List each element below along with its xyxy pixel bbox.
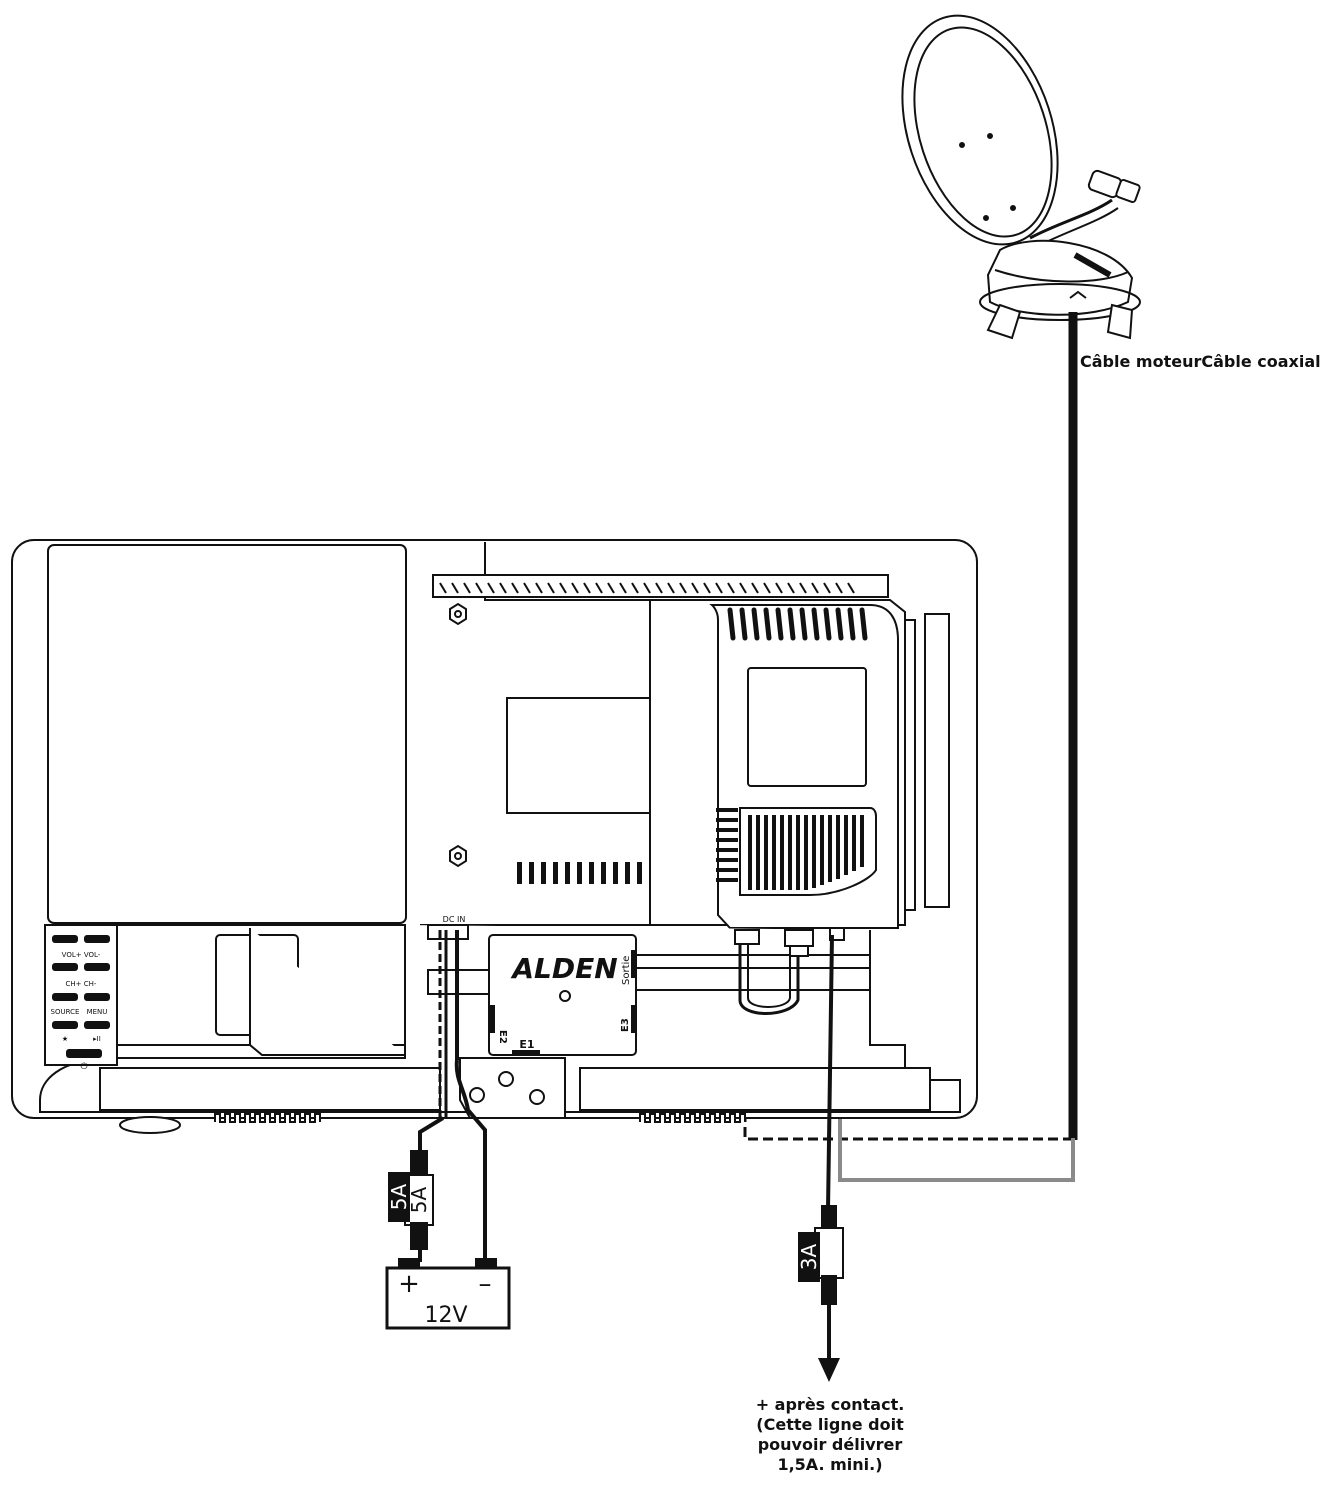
ignition-note-line2: (Cette ligne doit	[756, 1415, 904, 1434]
mid-vents	[517, 862, 642, 884]
play-pause-icon: ▸II	[93, 1035, 101, 1043]
alden-module: ALDEN Sortie E2 E3 E1	[488, 934, 637, 1056]
satellite-dish	[901, 14, 1141, 340]
fuse-5a-label: 5A	[407, 1186, 431, 1213]
source-button-label: SOURCE	[51, 1008, 80, 1016]
receiver-grille	[748, 815, 864, 890]
fuse-3a-label: 3A	[797, 1243, 821, 1270]
fuse-5a-text: 5A	[387, 1183, 411, 1210]
tv-control-buttons	[52, 935, 110, 1058]
ignition-note-line3: pouvoir délivrer	[757, 1435, 903, 1454]
top-vents	[439, 582, 855, 594]
port-e3-label: E3	[620, 1018, 631, 1032]
menu-button-label: MENU	[87, 1008, 108, 1016]
receiver-side-vents	[716, 808, 738, 882]
motor-cable-label: Câble moteur	[1080, 352, 1202, 371]
motor-cable-dashed	[743, 935, 1073, 1141]
battery-12v: + – 12V	[385, 1258, 511, 1330]
ignition-note-line1: + après contact.	[755, 1395, 905, 1414]
power-icon: ⏻	[80, 1061, 87, 1072]
battery-minus-label: –	[479, 1269, 492, 1299]
ignition-note-line4: 1,5A. mini.)	[777, 1455, 883, 1474]
vol-buttons-label: VOL+ VOL-	[62, 951, 101, 959]
battery-voltage-label: 12V	[424, 1303, 467, 1328]
battery-plus-label: +	[398, 1269, 420, 1299]
port-output-label: Sortie	[621, 956, 632, 985]
coax-cable-label: Câble coaxial	[1201, 352, 1321, 371]
port-e1-label: E1	[519, 1038, 534, 1051]
dc-in-label: DC IN	[443, 915, 466, 924]
alden-logo: ALDEN	[510, 952, 617, 985]
ch-buttons-label: CH+ CH-	[66, 980, 97, 988]
port-e2-label: E2	[497, 1030, 508, 1044]
ignition-note: + après contact. (Cette ligne doit pouvo…	[730, 1395, 930, 1475]
rf-connectors	[734, 927, 845, 1015]
tv-back	[11, 539, 978, 1134]
cable-labels: Câble moteurCâble coaxial	[1080, 352, 1321, 371]
star-icon: ★	[62, 1035, 68, 1043]
receiver-top-vents	[727, 607, 868, 641]
